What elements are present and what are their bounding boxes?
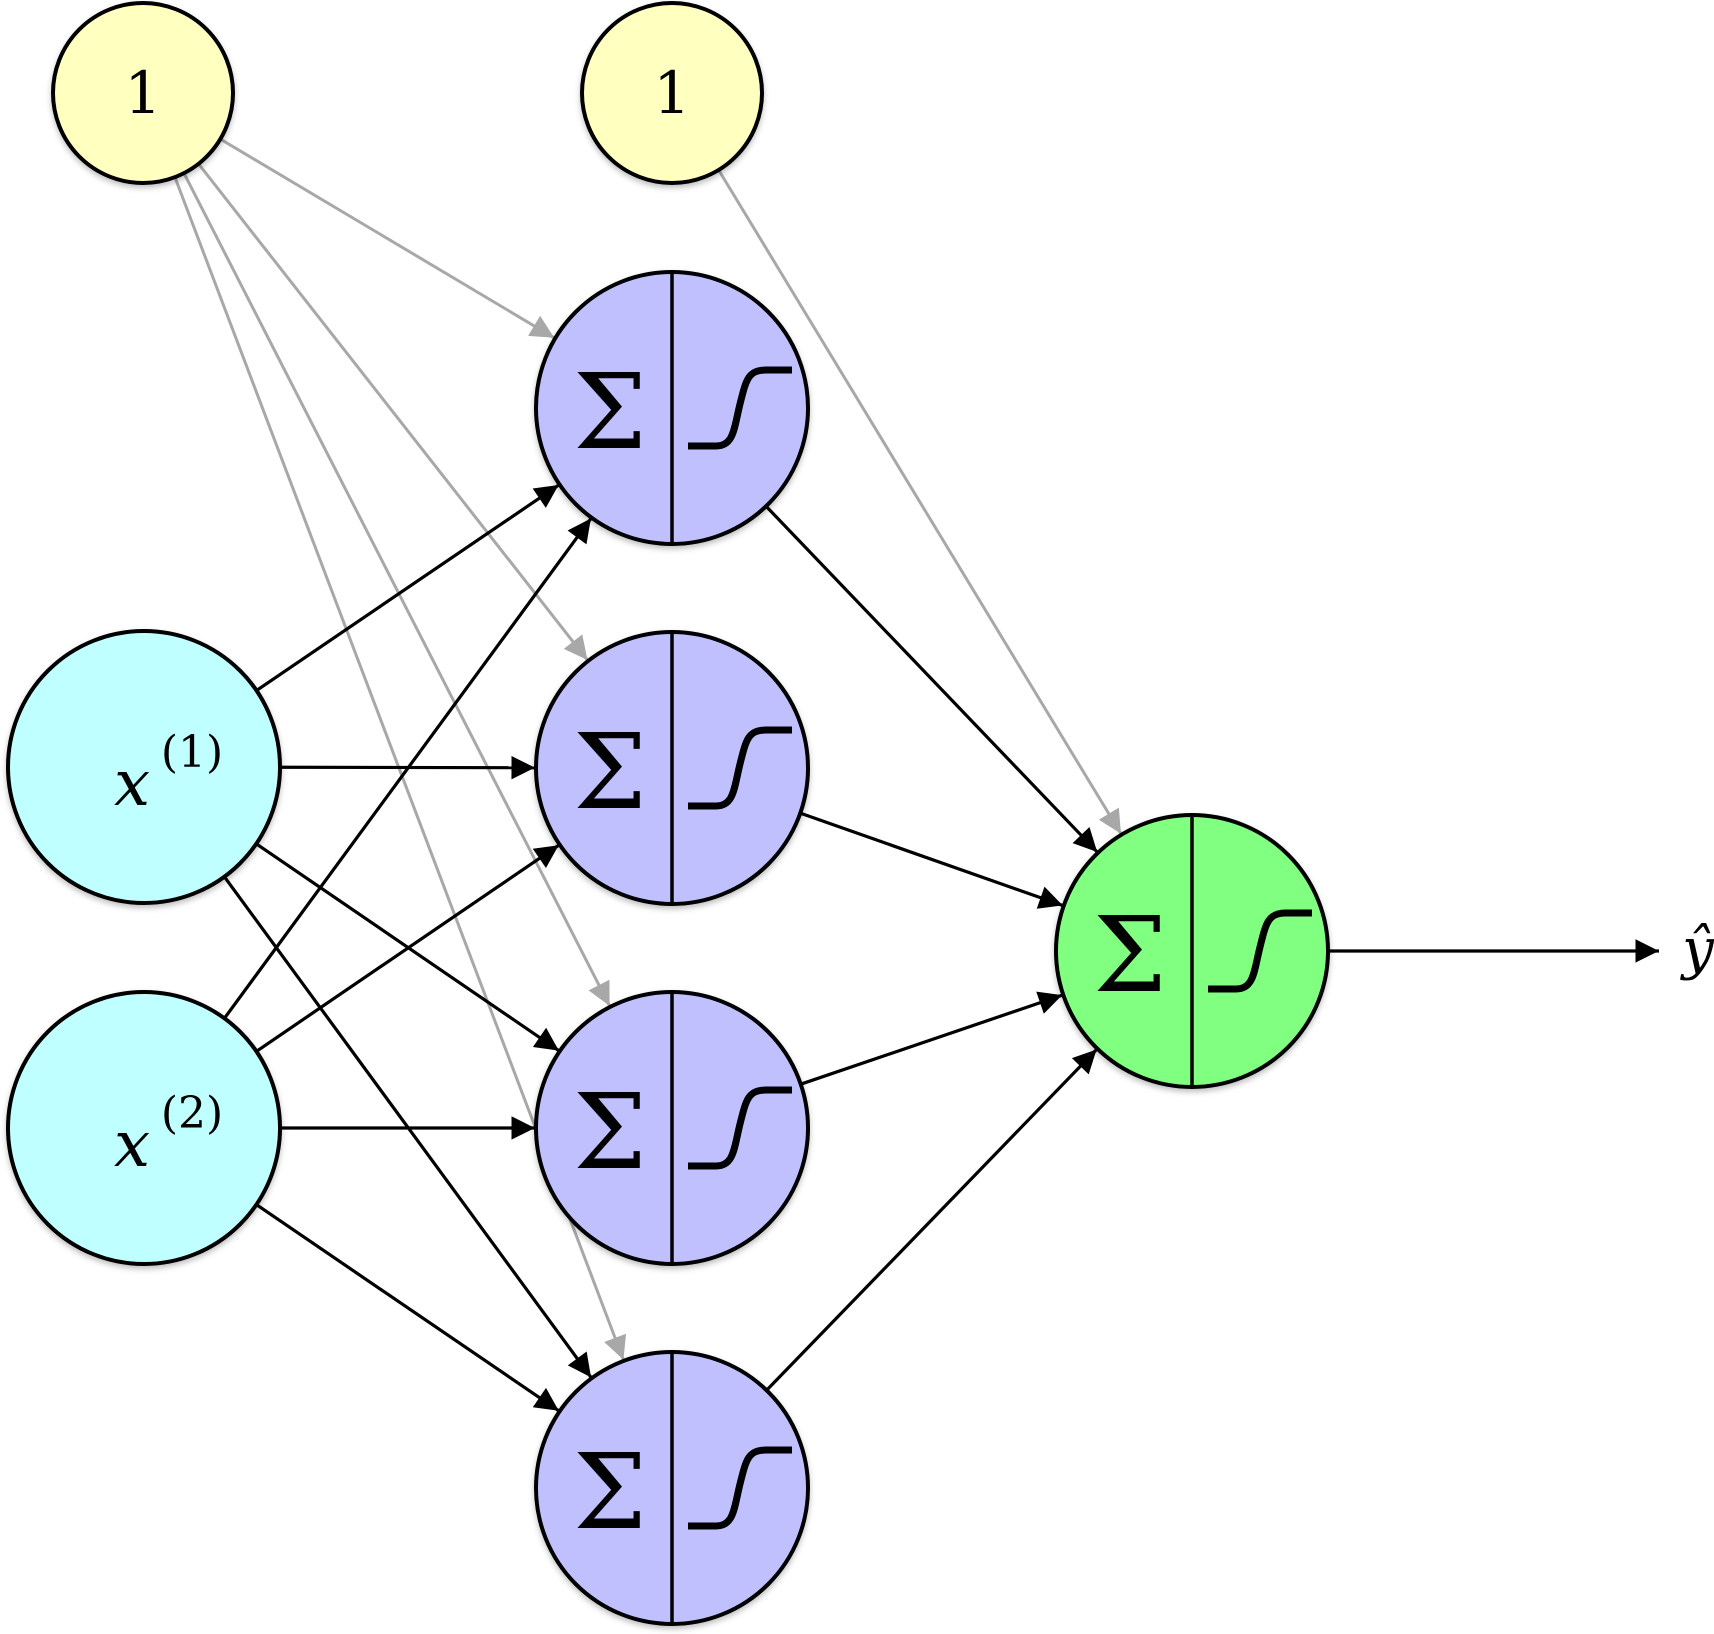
bias-label: 1 — [125, 59, 162, 127]
node-h4: Σ — [534, 1350, 810, 1626]
node-h3: Σ — [534, 990, 810, 1266]
bias-label: 1 — [654, 59, 691, 127]
edge-x2-to-h2 — [255, 843, 560, 1053]
edge-bias_hidden-to-out — [717, 169, 1123, 835]
edge-x1-to-h1 — [255, 483, 560, 692]
sum-icon: Σ — [573, 1071, 647, 1193]
node-out: Σ — [1054, 813, 1330, 1089]
sigmoid-activation-icon — [688, 366, 792, 450]
edge-h2-to-out — [799, 811, 1064, 909]
node-h1: Σ — [534, 270, 810, 546]
sum-icon: Σ — [1093, 894, 1167, 1016]
edges-layer — [173, 137, 1659, 1413]
input-label: x — [114, 1108, 150, 1182]
edge-h3-to-out — [800, 991, 1063, 1086]
edge-bias_input-to-h2 — [197, 162, 589, 662]
input-label: x — [114, 747, 150, 821]
edge-h4-to-out — [765, 1048, 1098, 1392]
node-circle — [6, 629, 282, 905]
edge-bias_input-to-h3 — [182, 172, 611, 1007]
node-bias-input: 1 — [51, 1, 235, 185]
sigmoid-activation-icon — [688, 1446, 792, 1530]
node-circle — [6, 990, 282, 1266]
node-h2: Σ — [534, 630, 810, 906]
node-x1: x(1) — [6, 629, 282, 905]
input-superscript: (1) — [161, 727, 223, 778]
edge-bias_input-to-h1 — [219, 137, 556, 340]
node-x2: x(2) — [6, 990, 282, 1266]
edge-x2-to-h4 — [255, 1203, 560, 1413]
sum-icon: Σ — [573, 1431, 647, 1553]
sum-icon: Σ — [573, 711, 647, 833]
edge-h1-to-out — [764, 505, 1099, 854]
node-bias-hidden: 1 — [580, 1, 764, 185]
sigmoid-activation-icon — [688, 1086, 792, 1170]
sigmoid-activation-icon — [1208, 909, 1312, 993]
node-circle — [580, 1, 764, 185]
output-label-y-hat: ŷ — [1679, 917, 1714, 982]
sum-icon: Σ — [573, 351, 647, 473]
sigmoid-activation-icon — [688, 726, 792, 810]
edge-x2-to-h1 — [223, 517, 593, 1020]
node-circle — [51, 1, 235, 185]
input-superscript: (2) — [161, 1088, 223, 1139]
